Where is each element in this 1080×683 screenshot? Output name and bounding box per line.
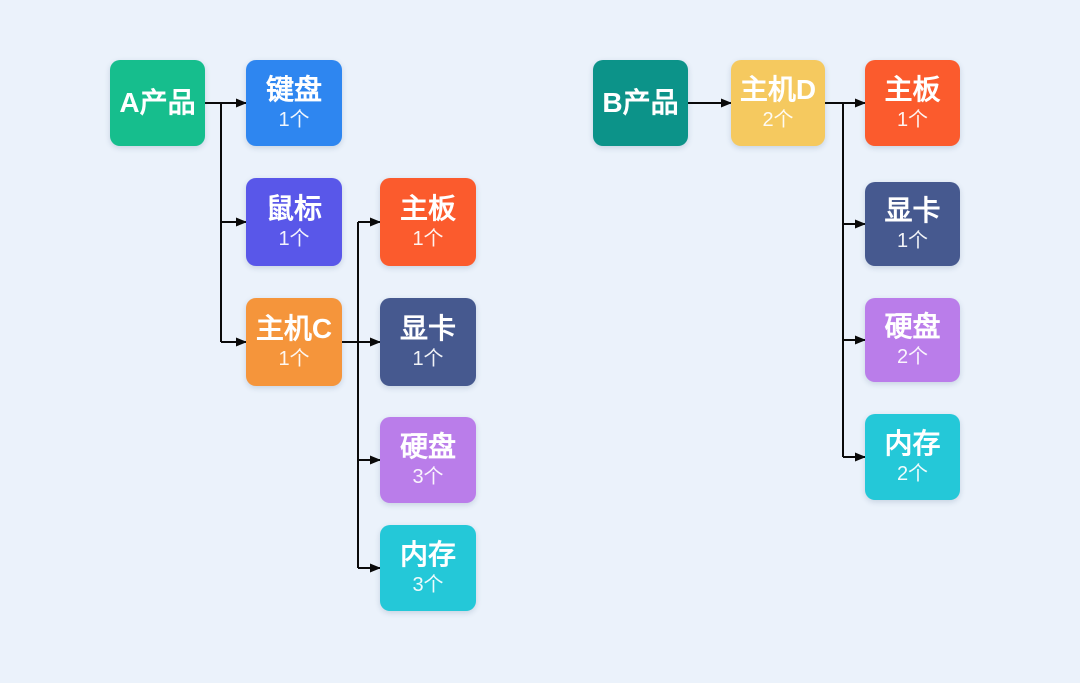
node-label: 主机C [255, 313, 333, 344]
node-label: 显卡 [399, 313, 456, 344]
node-count: 3个 [412, 574, 444, 596]
node-count: 2个 [762, 109, 794, 131]
node-count: 1个 [412, 348, 444, 370]
node-b-product: B产品 [593, 60, 688, 146]
node-a-host-c: 主机C 1个 [246, 298, 342, 386]
node-label: B产品 [602, 87, 679, 118]
node-label: 键盘 [265, 74, 322, 105]
node-count: 1个 [896, 109, 929, 131]
node-count: 1个 [278, 228, 310, 250]
node-b-hdd: 硬盘 2个 [865, 298, 960, 382]
node-count: 2个 [896, 346, 929, 368]
node-b-gpu: 显卡 1个 [865, 182, 960, 266]
node-a-keyboard: 键盘 1个 [246, 60, 342, 146]
node-count: 1个 [412, 228, 444, 250]
node-b-mainboard: 主板 1个 [865, 60, 960, 146]
node-label: 主板 [884, 74, 941, 105]
node-a-mouse: 鼠标 1个 [246, 178, 342, 266]
node-count: 3个 [412, 466, 444, 488]
node-count: 1个 [896, 230, 929, 252]
node-a-mainboard: 主板 1个 [380, 178, 476, 266]
node-label: 主板 [399, 193, 456, 224]
node-label: A产品 [119, 87, 196, 118]
node-label: 内存 [399, 539, 456, 570]
node-a-product: A产品 [110, 60, 205, 146]
node-label: 主机D [739, 74, 817, 105]
node-b-memory: 内存 2个 [865, 414, 960, 500]
node-label: 硬盘 [399, 431, 456, 462]
node-a-gpu: 显卡 1个 [380, 298, 476, 386]
node-label: 鼠标 [265, 193, 322, 224]
node-a-hdd: 硬盘 3个 [380, 417, 476, 503]
node-count: 1个 [278, 348, 310, 370]
node-count: 1个 [278, 109, 310, 131]
node-label: 内存 [884, 428, 941, 459]
node-label: 显卡 [884, 195, 941, 226]
node-label: 硬盘 [884, 311, 941, 342]
node-a-memory: 内存 3个 [380, 525, 476, 611]
node-count: 2个 [896, 463, 929, 485]
node-b-host-d: 主机D 2个 [731, 60, 825, 146]
